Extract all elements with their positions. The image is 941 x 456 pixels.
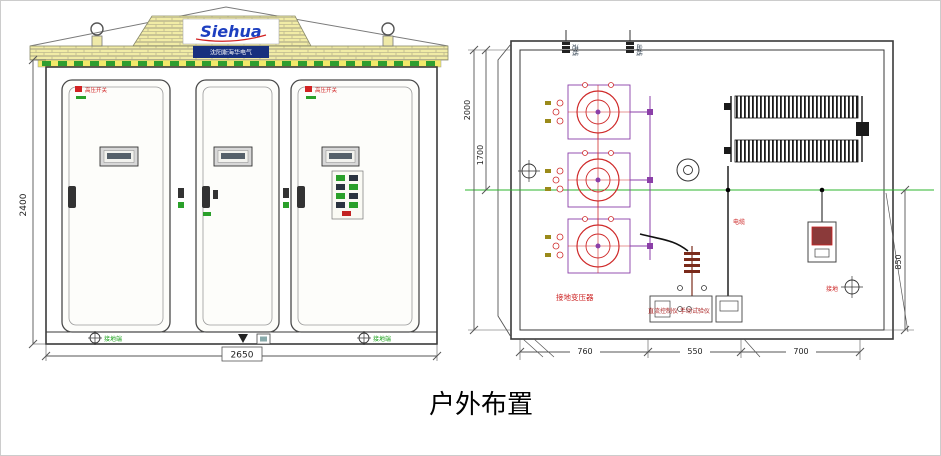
door-tag: 高压开关 <box>315 86 338 94</box>
control-label: 直流控制仪 手动试验仪 <box>648 307 710 315</box>
anchor-mark-left <box>518 160 540 182</box>
dim-bottom-2-text: 550 <box>687 347 702 356</box>
radiator-row-2 <box>734 139 859 163</box>
dim-right-850: 850 <box>884 185 914 335</box>
ground-symbol-right: 接地端 <box>357 331 391 345</box>
dim-bottom-1-text: 760 <box>577 347 592 356</box>
dim-width-2650: 2650 <box>41 344 442 362</box>
door-latch <box>213 190 218 199</box>
brand-logo-text: Siehua <box>200 22 261 41</box>
brand-tagline-strip <box>193 46 269 58</box>
lifting-hook-right <box>381 22 395 47</box>
door-tag: 高压开关 <box>85 86 108 94</box>
dim-height-text: 2400 <box>19 193 29 216</box>
logo-swoosh-icon <box>195 34 267 42</box>
plan-view: 进线 出线 <box>463 30 934 360</box>
front-elevation-view: Siehua 沈阳斯海华电气 高压开关 <box>19 6 449 362</box>
frame-green-mark <box>283 202 289 208</box>
ground-label-right: 接地端 <box>373 335 391 343</box>
top-label-2: 出线 <box>635 44 643 56</box>
door-1: 高压开关 <box>61 79 171 333</box>
dim-height-2400: 2400 <box>19 55 46 349</box>
door-display-panel <box>99 146 139 167</box>
cable-label: 电缆 <box>733 218 745 226</box>
door-warning-mark <box>305 86 312 92</box>
dim-bottom: 760 550 700 <box>515 338 865 360</box>
door-handle <box>297 186 305 208</box>
anchor-mark-right <box>841 276 863 298</box>
top-label-1: 进线 <box>571 44 579 56</box>
radiator-bank <box>724 95 869 163</box>
door-handle <box>68 186 76 208</box>
door-3: 高压开关 <box>290 79 420 333</box>
frame-latch <box>178 188 184 198</box>
door-instrument-cluster <box>331 170 364 220</box>
radiator-row-1 <box>734 95 859 119</box>
arrow-down-icon <box>238 334 248 343</box>
ground-symbol-left: 接地端 <box>88 331 122 345</box>
brand-logo: Siehua 沈阳斯海华电气 <box>182 18 280 58</box>
door-warning-mark <box>75 86 82 92</box>
roof-ridge-line <box>29 6 449 47</box>
fan-unit <box>676 158 700 182</box>
ground-label: 接地 <box>826 285 838 293</box>
frame-green-mark <box>178 202 184 208</box>
control-cabinet-box <box>649 295 743 323</box>
bus-connection <box>630 96 653 260</box>
door-green-mark <box>306 96 316 99</box>
frame-latch <box>283 188 289 198</box>
door-display-panel <box>213 146 253 167</box>
control-component <box>807 221 837 263</box>
caption: 户外布置 <box>429 390 533 420</box>
door-green-mark <box>203 212 211 216</box>
dim-right-text: 850 <box>894 254 903 269</box>
ground-label-left: 接地端 <box>104 335 122 343</box>
door-handle <box>202 186 210 208</box>
brand-tagline: 沈阳斯海华电气 <box>210 49 252 57</box>
cable-entry-2: 出线 <box>626 30 643 56</box>
base-box <box>256 333 271 345</box>
cable-routing <box>639 166 825 296</box>
insulator-stack <box>677 246 707 296</box>
dim-depth-2000: 2000 <box>463 45 511 335</box>
dim-bottom-3-text: 700 <box>793 347 808 356</box>
dim-depth-text: 2000 <box>463 100 472 120</box>
lifting-hook-left <box>90 22 104 47</box>
left-door-wedge <box>497 43 512 338</box>
cable-entry-1: 进线 <box>562 30 579 56</box>
transformer-label: 接地变压器 <box>556 292 594 302</box>
door-2 <box>195 79 280 333</box>
door-green-mark <box>76 96 86 99</box>
dim-inner-1700: 1700 <box>476 45 491 195</box>
door-display-panel <box>321 146 360 167</box>
dim-width-text: 2650 <box>231 351 254 361</box>
dim-inner-text: 1700 <box>476 145 485 165</box>
